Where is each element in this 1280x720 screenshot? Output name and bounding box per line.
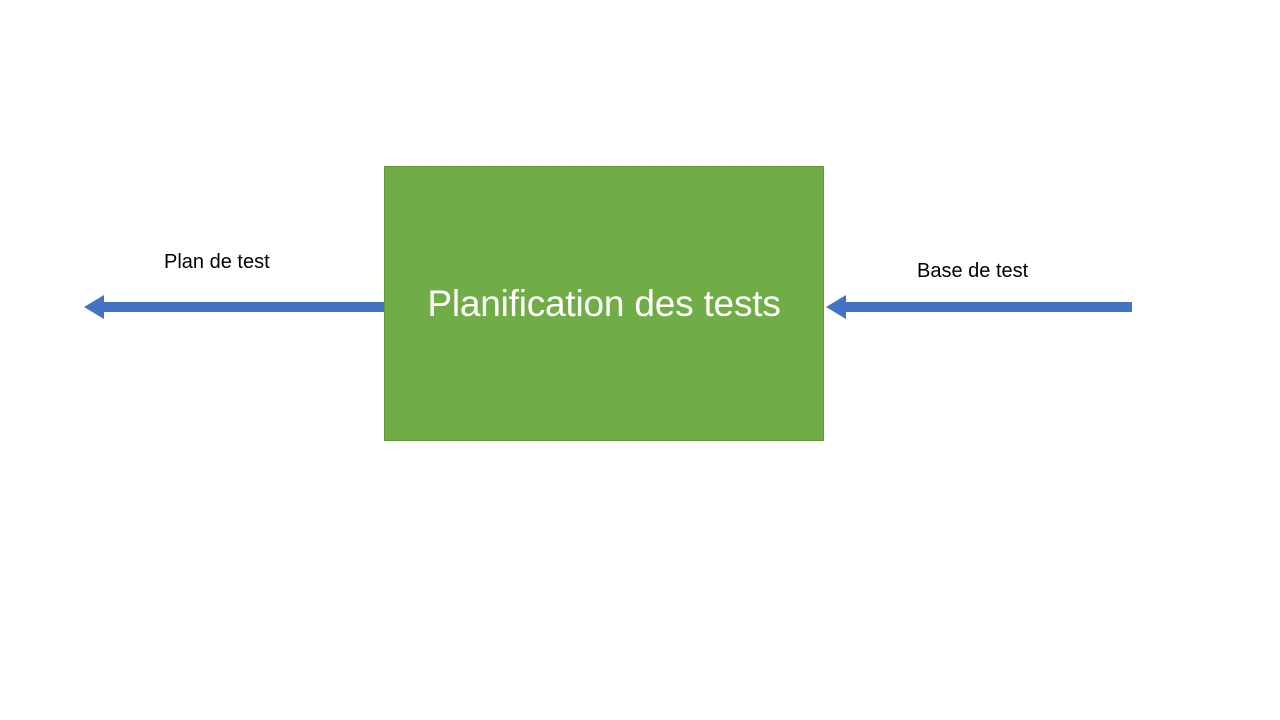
process-box-label: Planification des tests xyxy=(427,283,781,324)
arrow-left-icon-input[interactable] xyxy=(820,292,1132,322)
arrow-input-shape xyxy=(826,295,1132,319)
arrow-left-icon-output[interactable] xyxy=(80,292,388,322)
flow-label-base-de-test: Base de test xyxy=(917,260,1029,282)
flow-label-plan-de-test: Plan de test xyxy=(164,251,270,273)
process-box-planification-des-tests[interactable]: Planification des tests xyxy=(384,166,824,441)
arrow-output-shape xyxy=(84,295,388,319)
